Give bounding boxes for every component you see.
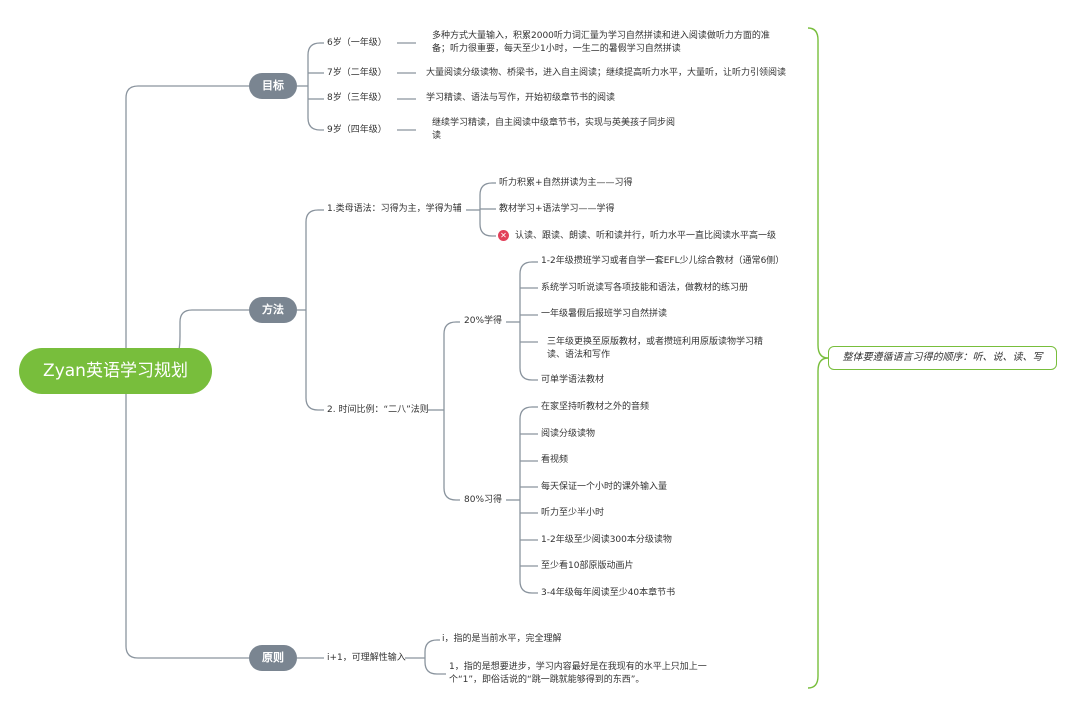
root-label: Zyan英语学习规划 bbox=[43, 361, 188, 381]
method-1-item[interactable]: 听力积累+自然拼读为主——习得 bbox=[499, 178, 633, 188]
principle-item[interactable]: 1，指的是想要进步，学习内容最好是在我现有的水平上只加上一个“1”，即俗话说的“… bbox=[449, 662, 707, 685]
goal-desc-6[interactable]: 多种方式大量输入，积累2000听力词汇量为学习自然拼读和进入阅读做听力方面的准备… bbox=[432, 31, 770, 54]
goal-desc-7[interactable]: 大量阅读分级读物、桥梁书，进入自主阅读；继续提高听力水平，大量听，让听力引领阅读 bbox=[426, 68, 787, 78]
principle-node[interactable]: 原则 bbox=[249, 645, 297, 671]
group-80-item[interactable]: 阅读分级读物 bbox=[541, 429, 596, 439]
method-1-item[interactable]: 认读、跟读、朗读、听和读并行，听力水平一直比阅读水平高一级 bbox=[515, 231, 777, 241]
group-20-item[interactable]: 一年级暑假后报班学习自然拼读 bbox=[541, 309, 668, 319]
group-80-item[interactable]: 在家坚持听教材之外的音频 bbox=[541, 402, 650, 412]
group-80-label[interactable]: 80%习得 bbox=[464, 495, 503, 505]
goal-age-7[interactable]: 7岁（二年级） bbox=[327, 68, 387, 78]
method-2-label[interactable]: 2. 时间比例：“二八”法则 bbox=[327, 405, 429, 415]
principle-sub[interactable]: i+1，可理解性输入 bbox=[327, 653, 406, 663]
root-node[interactable]: Zyan英语学习规划 bbox=[19, 348, 212, 394]
methods-label: 方法 bbox=[262, 303, 284, 316]
goal-age-6[interactable]: 6岁（一年级） bbox=[327, 38, 387, 48]
group-20-item[interactable]: 可单学语法教材 bbox=[541, 375, 605, 385]
group-20-label[interactable]: 20%学得 bbox=[464, 316, 503, 326]
goals-label: 目标 bbox=[262, 79, 284, 92]
method-1-item[interactable]: 教材学习+语法学习——学得 bbox=[499, 204, 615, 214]
methods-node[interactable]: 方法 bbox=[249, 297, 297, 323]
goal-age-8[interactable]: 8岁（三年级） bbox=[327, 93, 387, 103]
goals-node[interactable]: 目标 bbox=[249, 73, 297, 99]
group-20-item[interactable]: 系统学习听说读写各项技能和语法，做教材的练习册 bbox=[541, 283, 749, 293]
warning-icon: ✕ bbox=[498, 230, 509, 241]
group-20-item[interactable]: 1-2年级攒班学习或者自学一套EFL少儿综合教材（通常6侧） bbox=[541, 256, 785, 266]
goal-age-9[interactable]: 9岁（四年级） bbox=[327, 125, 387, 135]
principle-label: 原则 bbox=[262, 651, 284, 664]
summary-box[interactable]: 整体要遵循语言习得的顺序：听、说、读、写 bbox=[828, 346, 1057, 370]
principle-item[interactable]: i，指的是当前水平，完全理解 bbox=[442, 634, 562, 644]
group-80-item[interactable]: 3-4年级每年阅读至少40本章节书 bbox=[541, 588, 676, 598]
group-80-item[interactable]: 1-2年级至少阅读300本分级读物 bbox=[541, 535, 672, 545]
group-80-item[interactable]: 至少看10部原版动画片 bbox=[541, 561, 634, 571]
group-80-item[interactable]: 看视频 bbox=[541, 455, 569, 465]
group-80-item[interactable]: 每天保证一个小时的课外输入量 bbox=[541, 482, 668, 492]
group-20-item[interactable]: 三年级更换至原版教材，或者攒班利用原版读物学习精读、语法和写作 bbox=[547, 337, 764, 360]
goal-desc-8[interactable]: 学习精读、语法与写作，开始初级章节书的阅读 bbox=[426, 93, 616, 103]
goal-desc-9[interactable]: 继续学习精读，自主阅读中级章节书，实现与英美孩子同步阅读 bbox=[432, 118, 676, 141]
method-1-label[interactable]: 1.类母语法：习得为主，学得为辅 bbox=[327, 204, 462, 214]
summary-text: 整体要遵循语言习得的顺序：听、说、读、写 bbox=[842, 352, 1043, 363]
group-80-item[interactable]: 听力至少半小时 bbox=[541, 508, 605, 518]
